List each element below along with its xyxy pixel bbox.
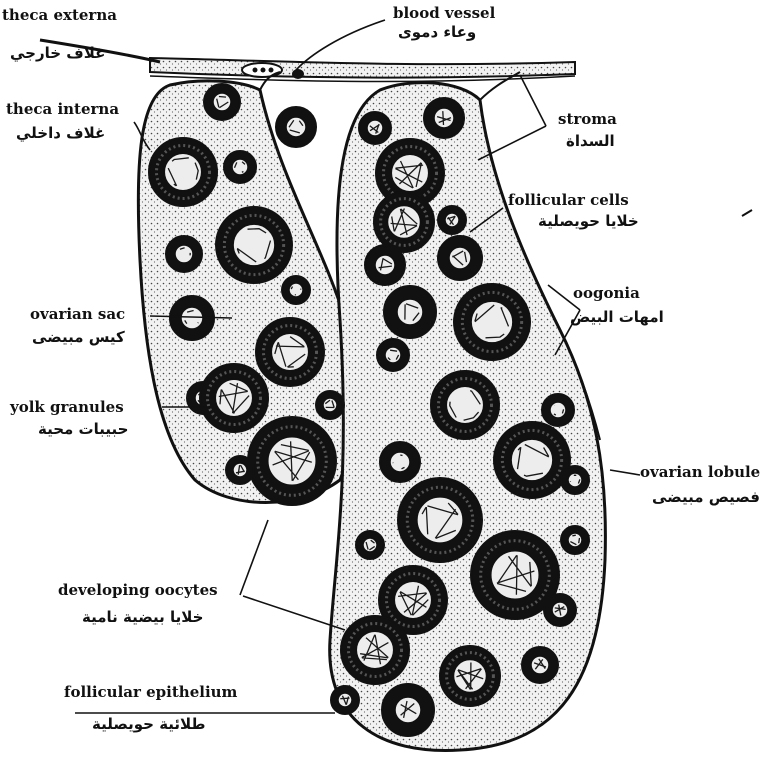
oogonium-cell [365, 245, 405, 285]
oogonium-cell [359, 112, 391, 144]
label-stroma: stroma [558, 112, 617, 127]
label-ovarian-lobule: ovarian lobule [640, 465, 760, 480]
oogonium-cell [561, 466, 589, 494]
oogonium-cell [282, 276, 310, 304]
theca-externa-band [40, 40, 575, 81]
label-ovarian-lobule-ar: فصيص مبيضى [652, 490, 760, 505]
label-blood-vessel: blood vessel [393, 6, 495, 21]
oogonium-cell [204, 84, 240, 120]
label-yolk-granules-ar: حبيبات محية [38, 422, 128, 437]
oogonium-cell [380, 442, 420, 482]
oogonium-cell [316, 391, 344, 419]
oogonium-cell [377, 339, 409, 371]
oogonium-cell [542, 394, 574, 426]
developing-oocyte [216, 207, 292, 283]
label-follicular-cells: follicular cells [508, 193, 629, 208]
label-follicular-epithelium-ar: طلائية حويصلية [92, 717, 206, 732]
label-oogonia-ar: امهات البيض [570, 310, 664, 325]
developing-oocyte [374, 192, 434, 252]
label-blood-vessel-ar: وعاء دموى [398, 25, 476, 40]
cell-nucleus [338, 693, 352, 707]
oogonium-cell [382, 684, 434, 736]
label-oogonia: oogonia [573, 286, 640, 301]
developing-oocyte [256, 318, 324, 386]
oogonium-cell [424, 98, 464, 138]
oogonium-cell [224, 151, 256, 183]
oogonium-cell [331, 686, 359, 714]
cell-nucleus [397, 299, 423, 325]
label-yolk-granules: yolk granules [10, 400, 124, 415]
oogonium-cell [276, 107, 316, 147]
oogonium-cell [384, 286, 436, 338]
oogonium-cell [522, 647, 558, 683]
label-stroma-ar: السداة [566, 134, 615, 149]
cell-nucleus [375, 255, 395, 275]
cell-nucleus [445, 213, 459, 227]
developing-oocyte [431, 371, 499, 439]
oogonium-cell [226, 456, 254, 484]
label-follicular-cells-ar: خلايا حويصلية [538, 214, 639, 229]
cell-nucleus [449, 247, 471, 269]
developing-oocyte [440, 646, 500, 706]
cell-nucleus [233, 463, 247, 477]
developing-oocyte [398, 478, 482, 562]
stray-mark [742, 210, 752, 216]
developing-oocyte [494, 422, 570, 498]
developing-oocyte [149, 138, 217, 206]
cell-nucleus [446, 386, 483, 423]
developing-oocyte [341, 616, 409, 684]
label-developing-oocytes: developing oocytes [58, 583, 218, 598]
oogonium-cell [438, 236, 482, 280]
label-developing-oocytes-ar: خلايا بيضية نامية [82, 610, 203, 625]
label-ovarian-sac: ovarian sac [30, 307, 125, 322]
label-theca-externa-ar: غلاف خارجي [10, 46, 105, 61]
cell-nucleus [289, 283, 303, 297]
label-theca-externa: theca externa [2, 8, 117, 23]
oogonium-cell [438, 206, 466, 234]
label-follicular-epithelium: follicular epithelium [64, 685, 237, 700]
developing-oocyte [248, 417, 336, 505]
label-theca-interna-ar: غلاف داخلي [16, 126, 105, 141]
cell-nucleus [395, 697, 421, 723]
oogonium-cell [544, 594, 576, 626]
label-ovarian-sac-ar: كيس مبيضى [32, 330, 125, 345]
oogonium-cell [356, 531, 384, 559]
oogonium-cell [561, 526, 589, 554]
oogonium-cell [166, 236, 202, 272]
label-theca-interna: theca interna [6, 102, 119, 117]
developing-oocyte [200, 364, 268, 432]
developing-oocyte [454, 284, 530, 360]
cell-nucleus [390, 452, 410, 472]
